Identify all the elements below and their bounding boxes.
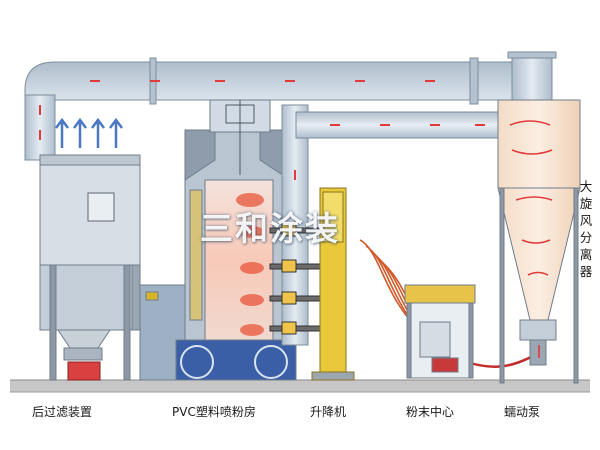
floor: [10, 379, 590, 393]
spray-plumes: [236, 193, 264, 336]
label-spray-booth: PVC塑料喷粉房: [172, 405, 256, 419]
cyclone-swirl: [509, 120, 553, 358]
label-pump: 蠕动泵: [504, 405, 541, 419]
lift-column: [311, 187, 355, 381]
airflow-arrows-side: [294, 124, 485, 230]
label-after-filter: 后过滤装置: [32, 405, 93, 419]
airflow-arrows-top: [39, 80, 435, 140]
cyclone-separator: [497, 99, 581, 384]
label-lift: 升降机: [310, 405, 347, 419]
after-filter-unit: [39, 154, 141, 381]
exhaust-duct: [24, 57, 521, 161]
booth-platform: [139, 284, 297, 381]
clean-air-outlet-arrows: [55, 117, 123, 148]
watermark: 三和涂装: [200, 209, 340, 248]
powder-center: [404, 284, 476, 379]
label-cyclone: 大旋风分离器: [579, 179, 593, 279]
label-powder-center: 粉末中心: [406, 405, 455, 419]
